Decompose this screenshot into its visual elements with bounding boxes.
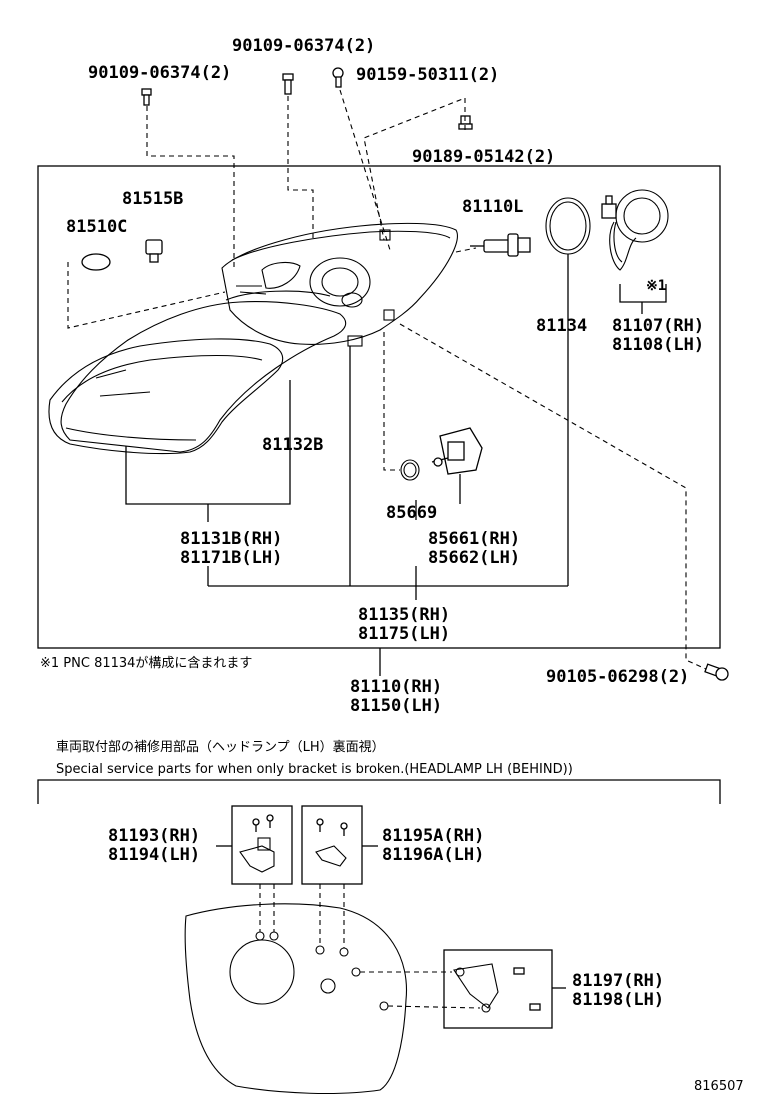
label-81110: 81110(RH)	[350, 677, 442, 697]
leader-85669	[383, 332, 400, 471]
leader-90109-center	[287, 96, 314, 240]
label-81510c: 81510C	[66, 217, 127, 237]
lens-81131b[interactable]	[48, 338, 284, 455]
bolt-90109-left[interactable]	[141, 88, 152, 106]
leveling-motor-85661[interactable]	[431, 427, 483, 475]
label-85669: 85669	[386, 503, 437, 523]
label-81197: 81197(RH)	[572, 971, 664, 991]
leader-90109-left	[146, 106, 235, 270]
label-90189-05142: 90189-05142(2)	[412, 147, 555, 167]
seal-85669[interactable]	[400, 459, 420, 481]
section-title-jp: 車両取付部の補修用部品（ヘッドランプ（LH）裏面視）	[56, 740, 385, 755]
label-81134: 81134	[536, 316, 587, 336]
leader-81510c	[67, 262, 226, 329]
bulb-81110l[interactable]	[470, 233, 531, 257]
bulb-81510c[interactable]	[81, 253, 111, 271]
leader-90105	[399, 323, 709, 671]
bulb-81515b[interactable]	[145, 239, 163, 263]
label-81135: 81135(RH)	[358, 605, 450, 625]
label-81107: 81107(RH)	[612, 316, 704, 336]
label-81110l: 81110L	[462, 197, 523, 217]
diagram-id: 816507	[694, 1079, 744, 1094]
label-90105-06298: 90105-06298(2)	[546, 667, 689, 687]
label-81132b: 81132B	[262, 435, 323, 455]
section-frame	[37, 779, 721, 804]
bracket-81107	[619, 284, 667, 303]
note-mark: ※1	[646, 278, 666, 294]
bracket-81193-box[interactable]	[231, 805, 293, 885]
seal-ring-81134[interactable]	[545, 197, 591, 255]
label-90109-06374-left: 90109-06374(2)	[88, 63, 231, 83]
label-85661: 85661(RH)	[428, 529, 520, 549]
headlamp-back-view[interactable]	[184, 903, 408, 1095]
bracket-81197-box[interactable]	[443, 949, 553, 1029]
label-81515b: 81515B	[122, 189, 183, 209]
label-81198: 81198(LH)	[572, 990, 664, 1010]
leader-90189	[363, 97, 466, 241]
label-81194: 81194(LH)	[108, 845, 200, 865]
label-81131b: 81131B(RH)	[180, 529, 282, 549]
bracket-81195a-box[interactable]	[301, 805, 363, 885]
assembly-frame	[37, 165, 721, 649]
label-81195a: 81195A(RH)	[382, 826, 484, 846]
label-81193: 81193(RH)	[108, 826, 200, 846]
gasket-81132b[interactable]	[60, 301, 347, 453]
label-85662: 85662(LH)	[428, 548, 520, 568]
bolt-90105[interactable]	[704, 663, 729, 681]
screw-90159[interactable]	[332, 67, 344, 88]
headlamp-housing[interactable]	[221, 222, 458, 347]
footnote: ※1 PNC 81134が構成に含まれます	[40, 655, 252, 671]
label-81175: 81175(LH)	[358, 624, 450, 644]
label-81150: 81150(LH)	[350, 696, 442, 716]
label-81196a: 81196A(LH)	[382, 845, 484, 865]
leader-90159	[339, 89, 391, 251]
bolt-90109-center[interactable]	[282, 73, 294, 95]
igniter-81107[interactable]	[601, 189, 669, 271]
label-81171b: 81171B(LH)	[180, 548, 282, 568]
label-81108: 81108(LH)	[612, 335, 704, 355]
label-90159-50311: 90159-50311(2)	[356, 65, 499, 85]
label-90109-06374-center: 90109-06374(2)	[232, 36, 375, 56]
section-title-en: Special service parts for when only brac…	[56, 762, 573, 777]
